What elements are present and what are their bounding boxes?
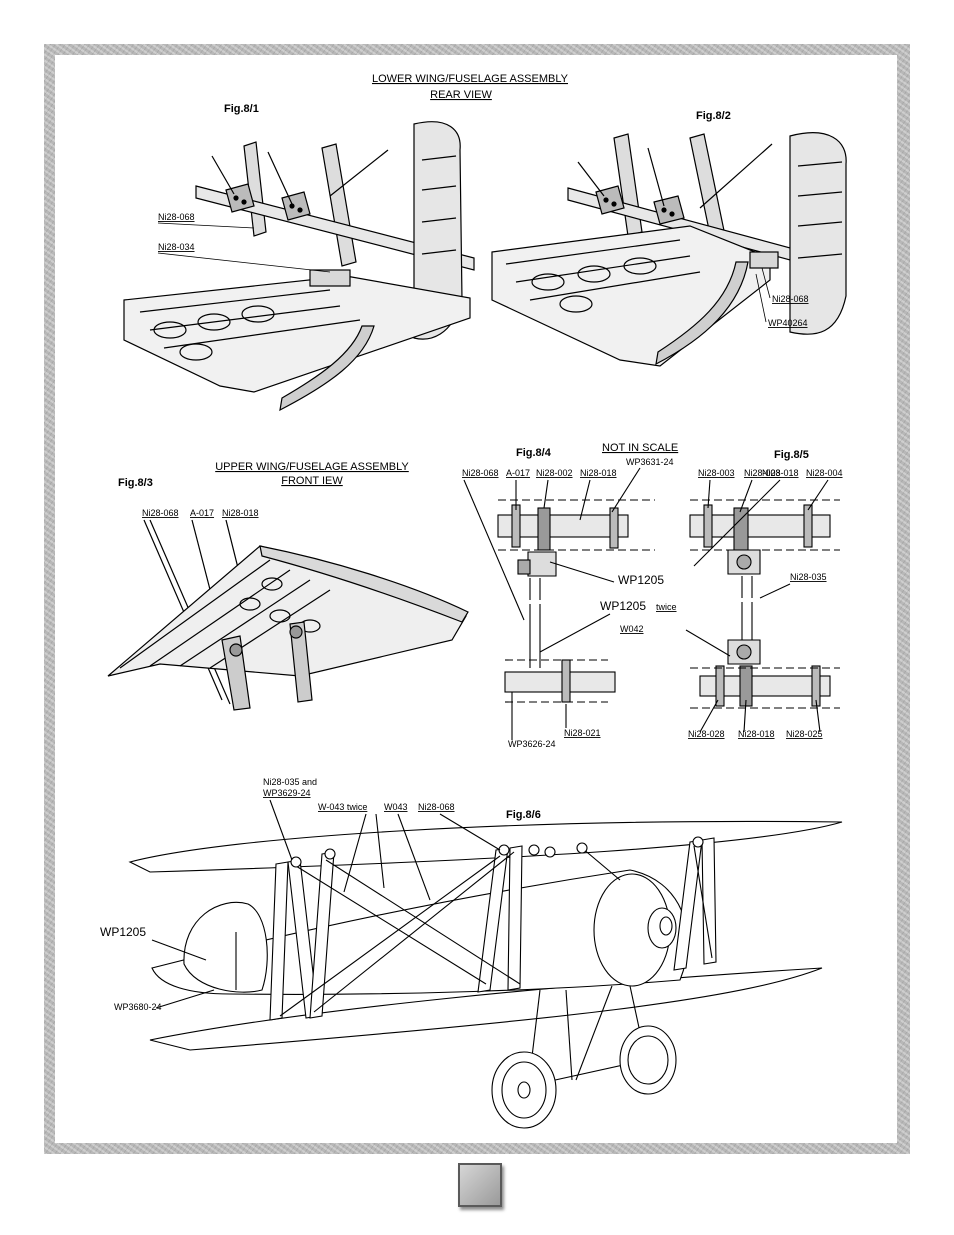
fig5-label-ni28-035: Ni28-035 [790,572,827,582]
lower-assembly-subtitle: REAR VIEW [430,89,492,101]
fig5-label-ni28-018-bottom: Ni28-018 [738,729,775,739]
fig4-label-a-017: A-017 [506,468,530,478]
fig4-label-wp3626: WP3626-24 [508,739,556,749]
fig5-label-ni28-025: Ni28-025 [786,729,823,739]
fig4-label-wp3631: WP3631-24 [626,457,674,467]
fig4-label-twice: twice [656,602,677,612]
fig4-label-wp1205-twice: WP1205 [600,599,646,613]
fig5-label-ni28-003-b: Ni28-003 [744,468,781,478]
fig4-label-ni28-002: Ni28-002 [536,468,573,478]
not-in-scale-note: NOT IN SCALE [602,442,678,454]
fig-8-4-drawing [463,467,655,740]
fig4-label-ni28-068: Ni28-068 [462,468,499,478]
fig4-label-ni28-021: Ni28-021 [564,728,601,738]
fig6-label-wp1205: WP1205 [100,925,146,939]
fig-8-1-drawing [123,121,475,412]
fig4-label-wp1205: WP1205 [618,573,664,587]
page-number-box [458,1163,502,1207]
fig1-label-ni28-034: Ni28-034 [158,242,195,252]
fig3-label-ni28-068: Ni28-068 [142,508,179,518]
fig6-label-ni28-035: Ni28-035 and [263,777,317,787]
fig-8-5-drawing [685,479,840,733]
fig-8-3-drawing [107,519,469,711]
fig4-label-ni28-018: Ni28-018 [580,468,617,478]
fig5-label-ni28-018: Ni28-018 [762,468,799,478]
fig5-label-ni28-028: Ni28-028 [688,729,725,739]
fig-8-1-label: Fig.8/1 [224,103,259,115]
fig1-label-ni28-068: Ni28-068 [158,212,195,222]
upper-assembly-subtitle: FRONT IEW [281,475,343,487]
fig4-label-w042: W042 [620,624,644,634]
fig5-label-ni28-004: Ni28-004 [806,468,843,478]
fig6-label-wp3680: WP3680-24 [114,1002,162,1012]
fig-8-5-label: Fig.8/5 [774,449,809,461]
lower-assembly-title: LOWER WING/FUSELAGE ASSEMBLY [372,73,569,85]
fig2-label-wp40264: WP40264 [768,318,808,328]
fig-8-4-label: Fig.8/4 [516,447,552,459]
fig6-label-ni28-068: Ni28-068 [418,802,455,812]
upper-assembly-title: UPPER WING/FUSELAGE ASSEMBLY [215,461,409,473]
fig6-label-w043-twice: W-043 twice [318,802,367,812]
fig-8-6-label: Fig.8/6 [506,809,541,821]
fig3-label-ni28-018: Ni28-018 [222,508,259,518]
fig5-label-ni28-003-a: Ni28-003 [698,468,735,478]
fig6-label-w043: W043 [384,802,408,812]
fig-8-2-label: Fig.8/2 [696,110,731,122]
fig3-label-a-017: A-017 [190,508,214,518]
fig-8-2-drawing [491,132,847,367]
fig-8-6-biplane [128,799,843,1129]
fig-8-3-label: Fig.8/3 [118,477,153,489]
fig2-label-ni28-068: Ni28-068 [772,294,809,304]
fig6-label-wp3629: WP3629-24 [263,788,311,798]
